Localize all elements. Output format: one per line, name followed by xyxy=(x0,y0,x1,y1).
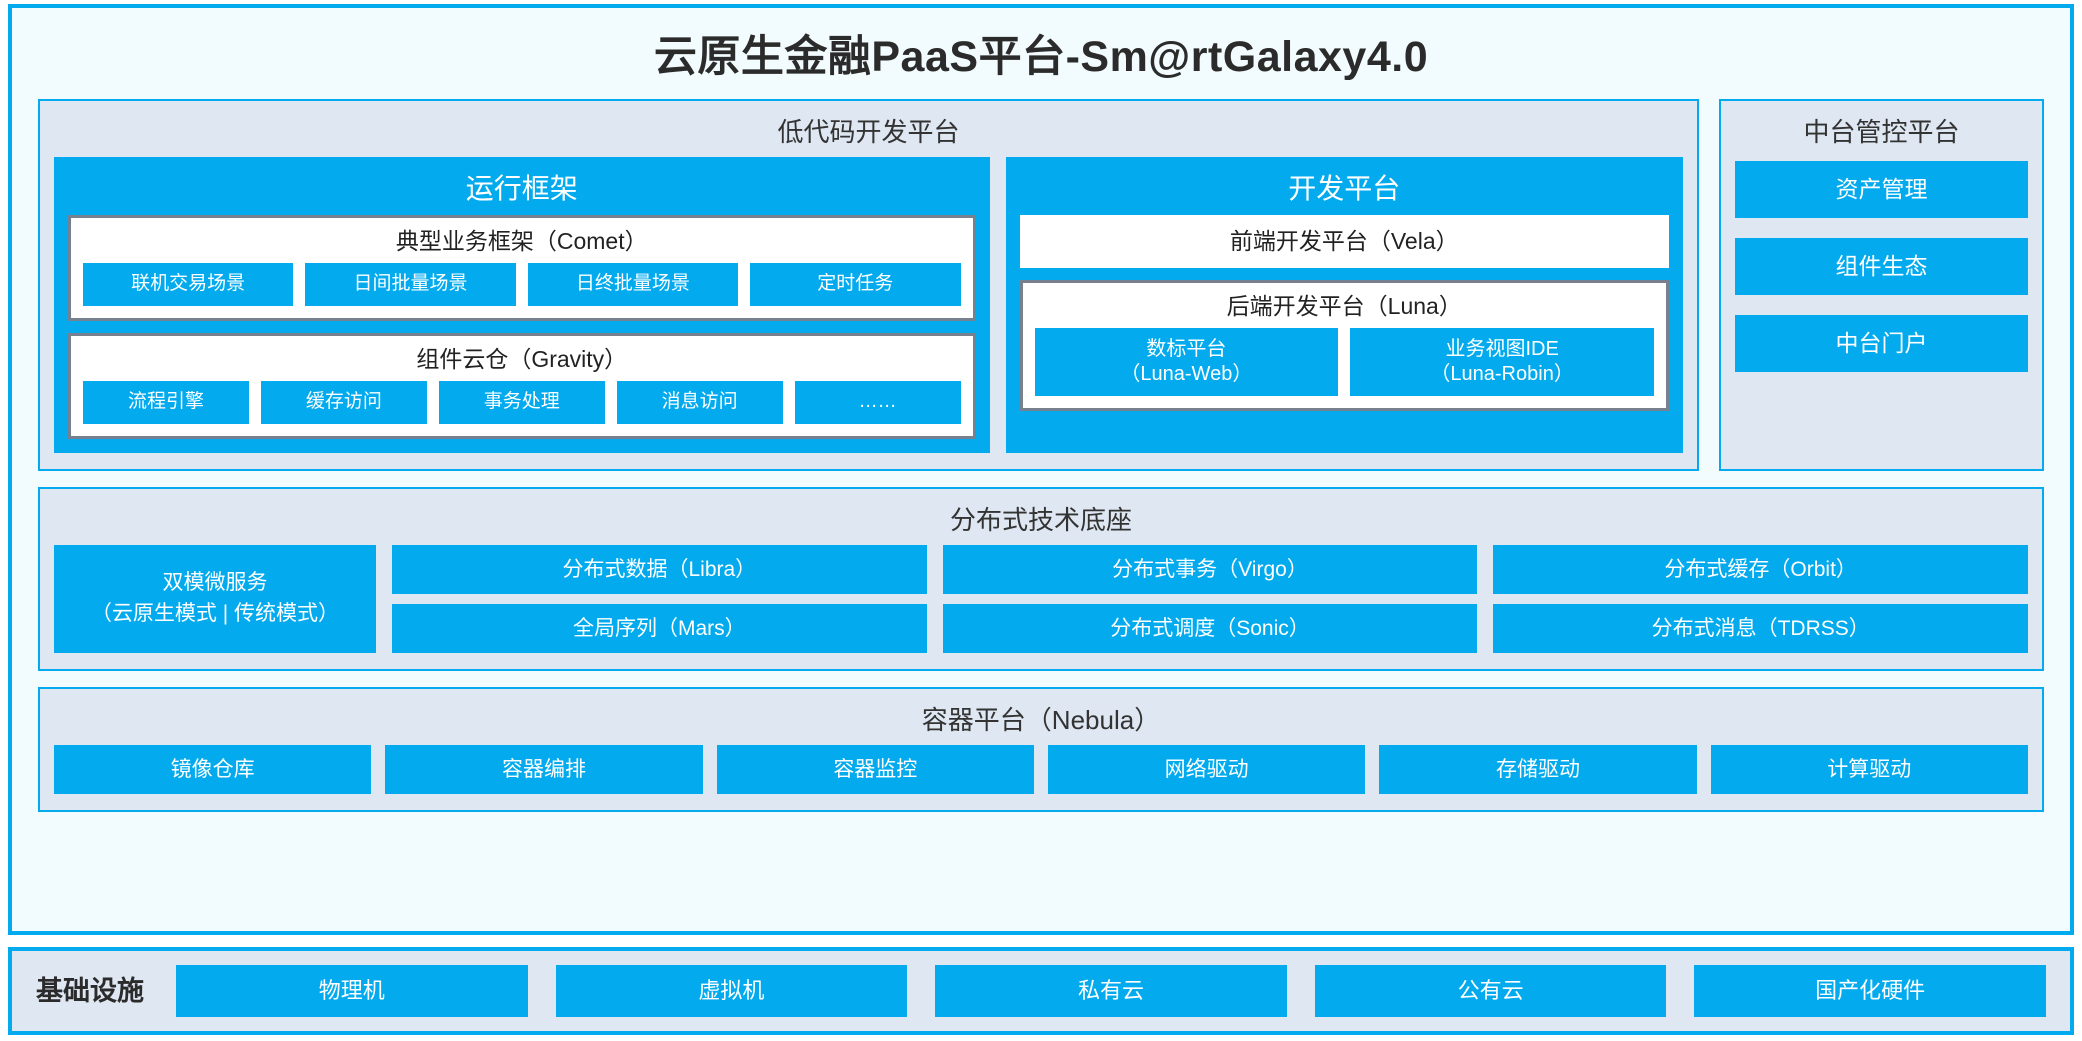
container-platform-title: 容器平台（Nebula） xyxy=(921,704,1161,735)
infrastructure-cell-virtual-machine[interactable]: 虚拟机 xyxy=(555,965,908,1017)
comet-chip-endofday-batch[interactable]: 日终批量场景 xyxy=(527,263,739,306)
gravity-chip-transaction-processing[interactable]: 事务处理 xyxy=(438,380,605,424)
techbase-cell-sonic[interactable]: 分布式调度（Sonic） xyxy=(942,603,1478,653)
platform-frame: 云原生金融PaaS平台-Sm@rtGalaxy4.0 低代码开发平台 运行框架 … xyxy=(8,4,2074,935)
techbase-cell-libra[interactable]: 分布式数据（Libra） xyxy=(392,544,927,594)
midoffice-item-asset-management[interactable]: 资产管理 xyxy=(1735,161,2028,218)
comet-title: 典型业务框架（Comet） xyxy=(395,228,648,254)
midoffice-platform-title: 中台管控平台 xyxy=(1803,117,1960,147)
runtime-framework-card: 运行框架 典型业务框架（Comet） 联机交易场景 日间批量场景 日终批量场景 … xyxy=(54,157,990,453)
container-cell-compute-driver[interactable]: 计算驱动 xyxy=(1710,744,2028,794)
techbase-cell-orbit[interactable]: 分布式缓存（Orbit） xyxy=(1493,544,2029,594)
techbase-column-2: 分布式事务（Virgo） 分布式调度（Sonic） xyxy=(942,544,1478,653)
dual-mode-line1: 双模微服务 xyxy=(162,571,268,595)
upper-region: 低代码开发平台 运行框架 典型业务框架（Comet） 联机交易场景 日间批量场景… xyxy=(38,99,2044,471)
comet-chip-online-transaction[interactable]: 联机交易场景 xyxy=(83,263,294,306)
container-platform-panel: 容器平台（Nebula） 镜像仓库 容器编排 容器监控 网络驱动 存储驱动 计算… xyxy=(38,686,2044,812)
infrastructure-cell-domestic-hardware[interactable]: 国产化硬件 xyxy=(1694,965,2046,1017)
frontend-platform-vela[interactable]: 前端开发平台（Vela） xyxy=(1019,215,1669,268)
lowcode-body: 运行框架 典型业务框架（Comet） 联机交易场景 日间批量场景 日终批量场景 … xyxy=(54,157,1683,453)
techbase-panel: 分布式技术底座 双模微服务 （云原生模式 | 传统模式） 分布式数据（Libra… xyxy=(38,486,2044,671)
luna-chip-row: 数标平台 （Luna-Web） 业务视图IDE （Luna-Robin） xyxy=(1034,328,1654,396)
infrastructure-cell-private-cloud[interactable]: 私有云 xyxy=(935,965,1287,1017)
comet-group: 典型业务框架（Comet） 联机交易场景 日间批量场景 日终批量场景 定时任务 xyxy=(68,215,976,321)
container-cell-network-driver[interactable]: 网络驱动 xyxy=(1047,744,1366,794)
comet-chip-scheduled-task[interactable]: 定时任务 xyxy=(750,263,961,306)
techbase-column-3: 分布式缓存（Orbit） 分布式消息（TDRSS） xyxy=(1493,544,2029,653)
runtime-framework-title: 运行框架 xyxy=(465,173,578,204)
gravity-chip-process-engine[interactable]: 流程引擎 xyxy=(83,380,249,424)
lowcode-platform-panel: 低代码开发平台 运行框架 典型业务框架（Comet） 联机交易场景 日间批量场景… xyxy=(38,99,1699,471)
techbase-body: 双模微服务 （云原生模式 | 传统模式） 分布式数据（Libra） 全局序列（M… xyxy=(54,544,2029,653)
backend-platform-luna-title: 后端开发平台（Luna） xyxy=(1226,293,1462,319)
lowcode-platform-title: 低代码开发平台 xyxy=(777,117,960,147)
techbase-cell-mars[interactable]: 全局序列（Mars） xyxy=(392,603,927,653)
techbase-column-1: 分布式数据（Libra） 全局序列（Mars） xyxy=(392,544,927,653)
gravity-group: 组件云仓（Gravity） 流程引擎 缓存访问 事务处理 消息访问 …… xyxy=(68,332,976,439)
backend-platform-luna-group: 后端开发平台（Luna） 数标平台 （Luna-Web） 业务视图IDE （Lu… xyxy=(1019,280,1669,411)
container-cell-orchestration[interactable]: 容器编排 xyxy=(385,744,703,794)
techbase-cell-virgo[interactable]: 分布式事务（Virgo） xyxy=(942,544,1478,594)
luna-web-line2: （Luna-Web） xyxy=(1120,363,1253,385)
luna-robin-line2: （Luna-Robin） xyxy=(1430,363,1574,385)
infrastructure-items: 物理机 虚拟机 私有云 公有云 国产化硬件 xyxy=(176,965,2046,1017)
container-cell-monitoring[interactable]: 容器监控 xyxy=(716,744,1034,794)
infrastructure-bar: 基础设施 物理机 虚拟机 私有云 公有云 国产化硬件 xyxy=(8,947,2074,1035)
comet-chip-intraday-batch[interactable]: 日间批量场景 xyxy=(305,263,516,306)
infrastructure-label: 基础设施 xyxy=(36,975,144,1006)
midoffice-item-portal[interactable]: 中台门户 xyxy=(1735,315,2028,372)
techbase-dual-mode-microservice[interactable]: 双模微服务 （云原生模式 | 传统模式） xyxy=(54,544,376,653)
infrastructure-cell-physical-machine[interactable]: 物理机 xyxy=(176,965,528,1017)
infrastructure-cell-public-cloud[interactable]: 公有云 xyxy=(1314,965,1667,1017)
luna-robin-line1: 业务视图IDE xyxy=(1445,338,1559,360)
development-platform-title: 开发平台 xyxy=(1288,173,1401,204)
container-platform-row: 镜像仓库 容器编排 容器监控 网络驱动 存储驱动 计算驱动 xyxy=(54,744,2028,794)
development-platform-card: 开发平台 前端开发平台（Vela） 后端开发平台（Luna） 数标平台 （Lun… xyxy=(1005,157,1683,453)
gravity-chip-row: 流程引擎 缓存访问 事务处理 消息访问 …… xyxy=(83,380,961,424)
container-cell-image-registry[interactable]: 镜像仓库 xyxy=(54,744,372,794)
gravity-chip-more[interactable]: …… xyxy=(794,380,961,424)
luna-chip-luna-robin[interactable]: 业务视图IDE （Luna-Robin） xyxy=(1350,328,1654,396)
gravity-chip-message-access[interactable]: 消息访问 xyxy=(616,380,783,424)
gravity-chip-cache-access[interactable]: 缓存访问 xyxy=(260,380,427,424)
luna-chip-luna-web[interactable]: 数标平台 （Luna-Web） xyxy=(1034,328,1339,396)
luna-web-line1: 数标平台 xyxy=(1146,338,1227,360)
techbase-title: 分布式技术底座 xyxy=(949,504,1132,535)
container-cell-storage-driver[interactable]: 存储驱动 xyxy=(1379,744,1697,794)
comet-chip-row: 联机交易场景 日间批量场景 日终批量场景 定时任务 xyxy=(83,263,961,306)
midoffice-item-component-ecosystem[interactable]: 组件生态 xyxy=(1735,238,2028,295)
dual-mode-line2: （云原生模式 | 传统模式） xyxy=(90,601,340,625)
gravity-title: 组件云仓（Gravity） xyxy=(416,345,628,372)
techbase-cell-tdrss[interactable]: 分布式消息（TDRSS） xyxy=(1493,603,2029,653)
page-title: 云原生金融PaaS平台-Sm@rtGalaxy4.0 xyxy=(653,33,1429,81)
midoffice-list: 资产管理 组件生态 中台门户 xyxy=(1735,157,2028,372)
midoffice-platform-panel: 中台管控平台 资产管理 组件生态 中台门户 xyxy=(1719,99,2044,471)
